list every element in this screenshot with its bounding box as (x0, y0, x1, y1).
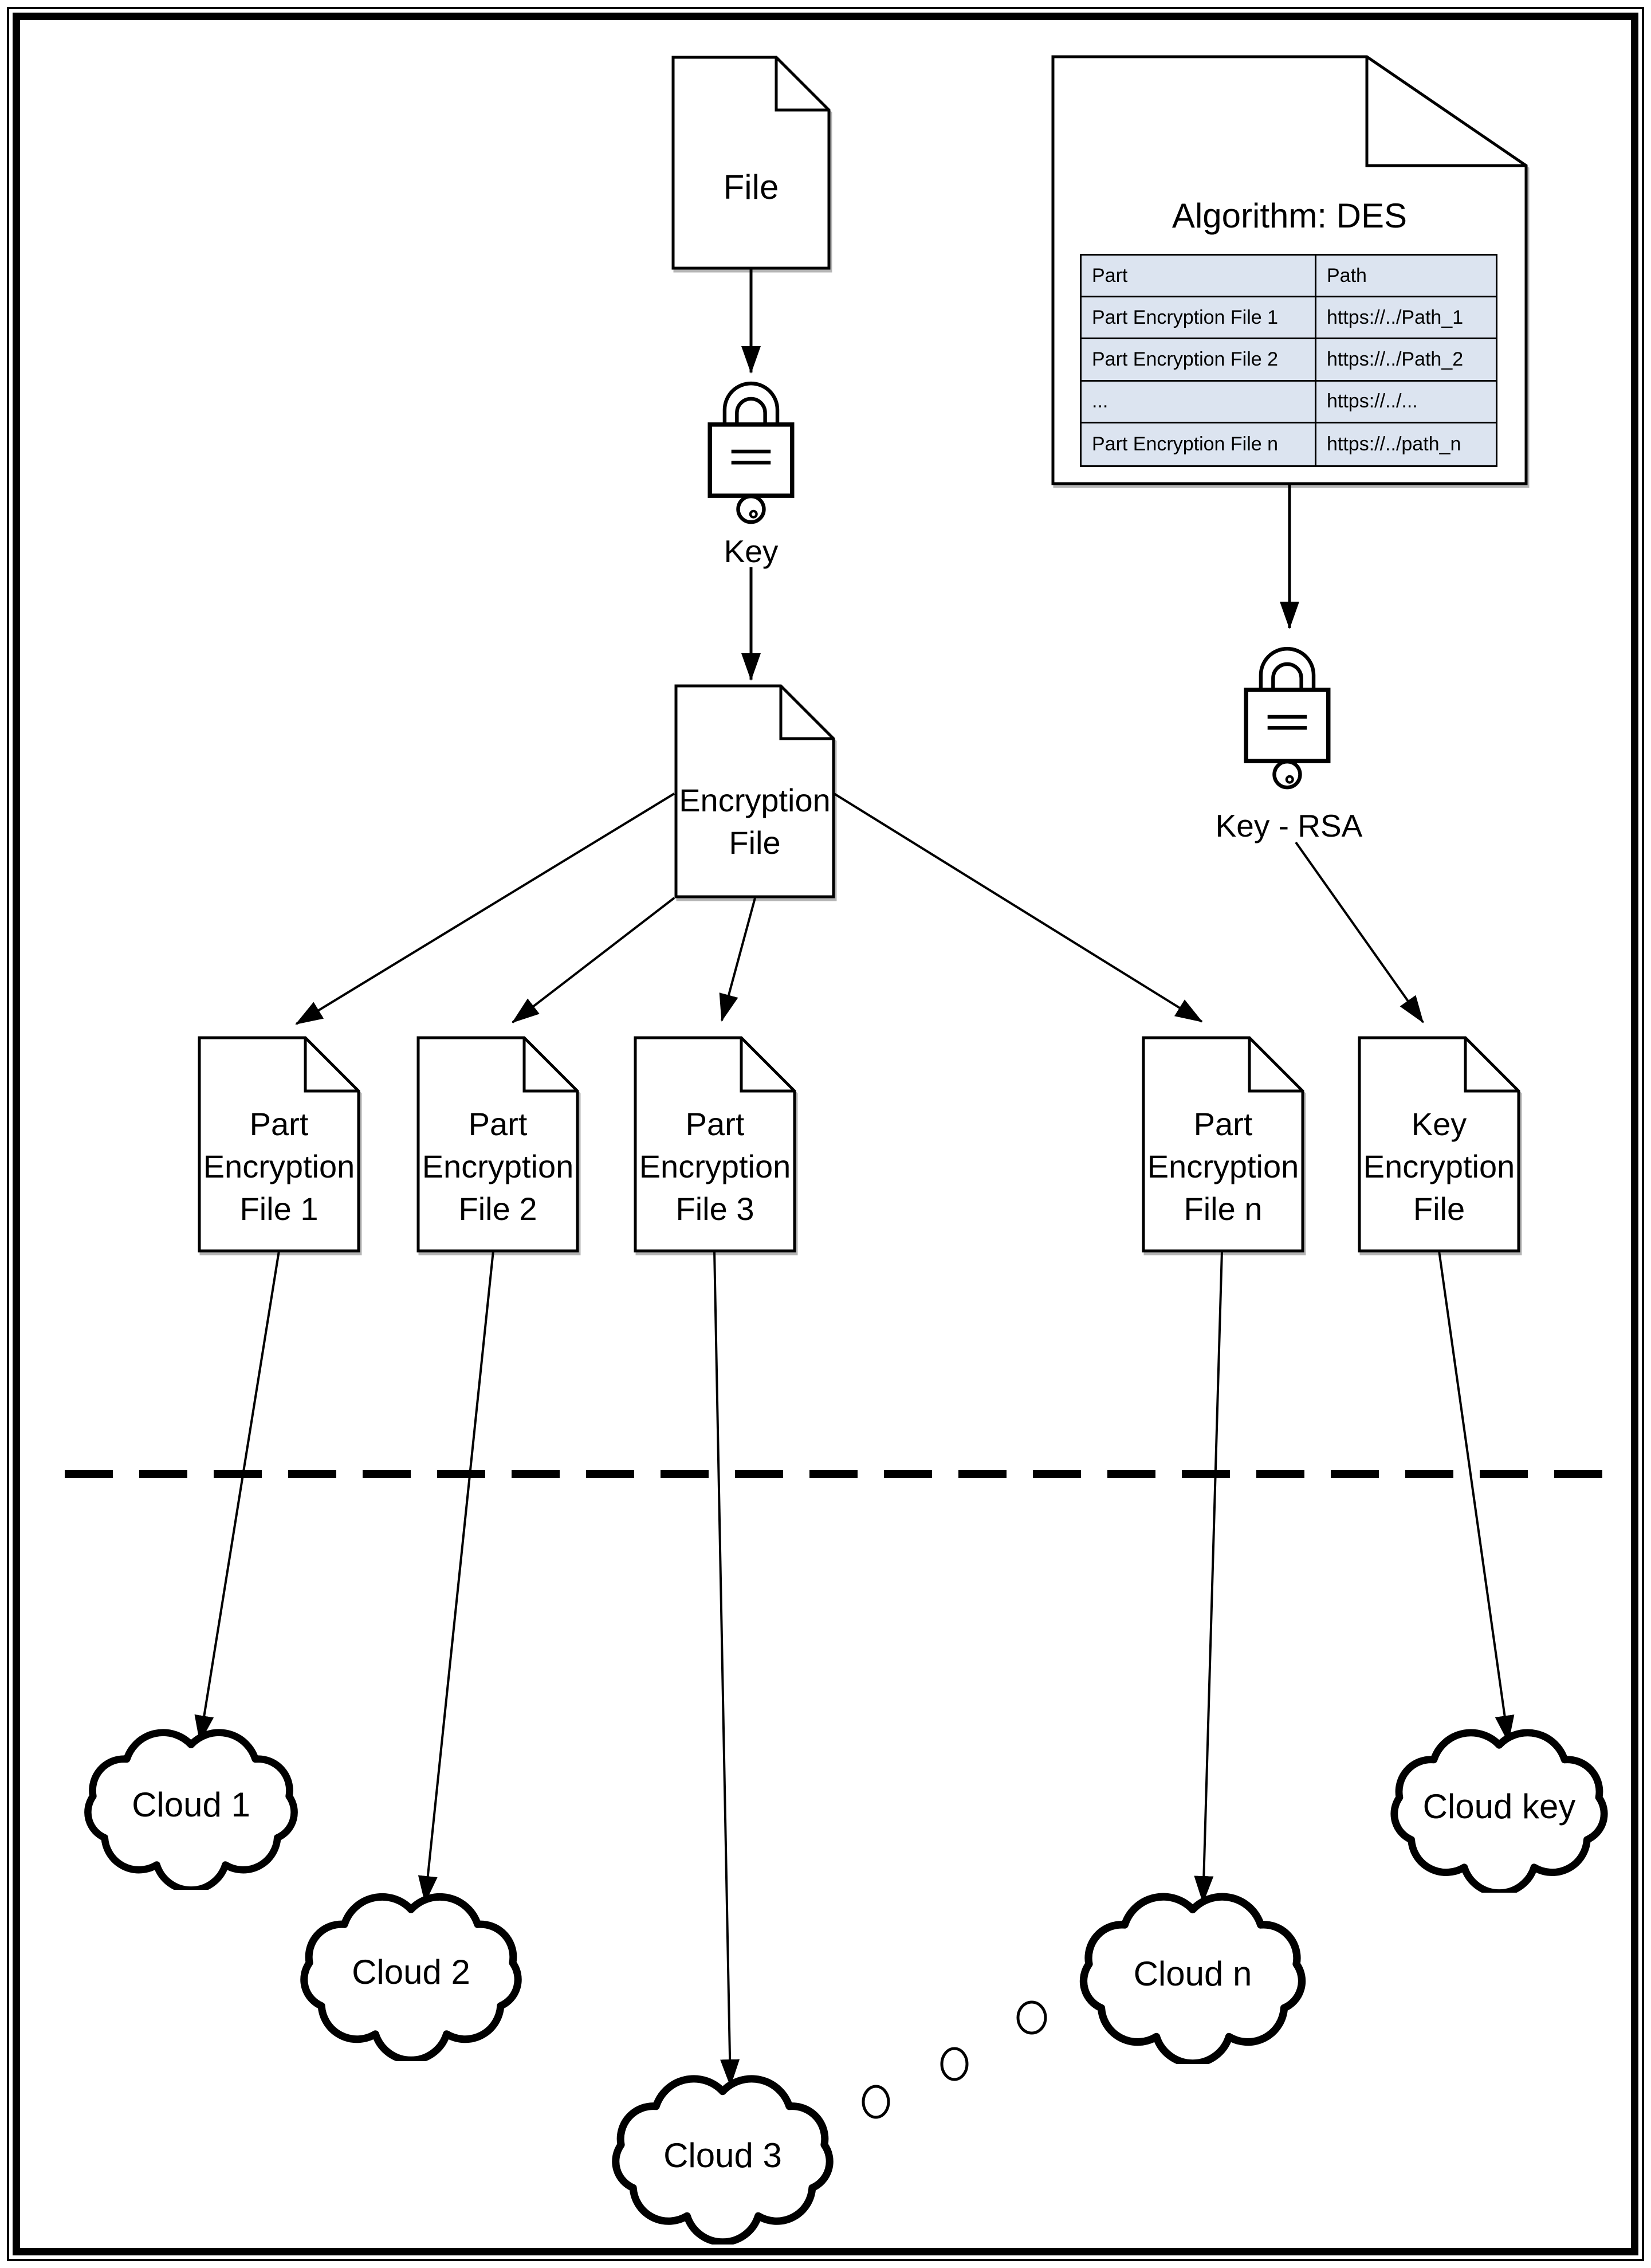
arrow-encryption-to-part-1 (295, 792, 675, 1025)
arrow-encryption-to-part-n (833, 792, 1203, 1023)
algorithm-title: Algorithm: DES (1172, 197, 1408, 235)
table-cell: https://../Path_1 (1316, 297, 1496, 340)
part-file-2-label: Part Encryption File 2 (422, 1106, 574, 1227)
table-cell: Part Encryption File n (1082, 423, 1316, 465)
part-file-3-document-shape (634, 1036, 796, 1253)
part-path-table: Part Path Part Encryption File 1 https:/… (1080, 254, 1497, 467)
cloud-2-label: Cloud 2 (352, 1953, 470, 1991)
cloud-1-label: Cloud 1 (132, 1786, 250, 1824)
encryption-file-label: Encryption File (679, 782, 831, 861)
arrow-part-n-to-cloud-n (1194, 1250, 1223, 1904)
key-encryption-file-label: Key Encryption File (1363, 1106, 1515, 1227)
ellipsis-dot (862, 2085, 890, 2119)
part-file-n-document-shape (1142, 1036, 1304, 1253)
arrow-part-1-to-cloud-1 (194, 1250, 280, 1743)
key-encryption-file-document-shape (1358, 1036, 1520, 1253)
table-header-part: Part (1082, 256, 1316, 298)
arrow-key-file-to-cloud-key (1438, 1250, 1515, 1743)
arrow-encryption-to-part-2 (512, 897, 675, 1023)
table-cell: https://../path_n (1327, 433, 1461, 455)
arrow-encryption-to-part-3 (719, 897, 756, 1022)
cloud-key-label: Cloud key (1422, 1787, 1576, 1826)
file-label: File (723, 168, 779, 206)
page-border-inner (13, 13, 1638, 2255)
padlock-des-icon (710, 383, 792, 522)
cloud-3-label: Cloud 3 (663, 2136, 782, 2175)
part-file-1-label: Part Encryption File 1 (203, 1106, 355, 1227)
rsa-key-label: Key - RSA (1215, 808, 1363, 843)
des-key-label: Key (724, 533, 779, 569)
table-cell: https://../Path_2 (1316, 339, 1496, 382)
cloud-n-label: Cloud n (1133, 1955, 1252, 1993)
encryption-file-document-shape (674, 684, 835, 898)
page-border-outer (7, 7, 1644, 2261)
ellipsis-dot (940, 2047, 969, 2081)
table-cell: https://../... (1316, 382, 1496, 423)
part-file-1-document-shape (198, 1036, 360, 1253)
table-cell: Part Encryption File 1 (1082, 297, 1316, 340)
file-document-shape (671, 56, 831, 270)
ellipsis-dot (1016, 2000, 1047, 2035)
padlock-rsa-icon (1246, 649, 1328, 787)
table-header-path: Path (1316, 256, 1496, 298)
table-cell: Part Encryption File 2 (1082, 339, 1316, 382)
arrow-part-2-to-cloud-2 (418, 1250, 494, 1904)
table-cell: ... (1082, 381, 1316, 423)
arrow-part-3-to-cloud-3 (713, 1250, 740, 2087)
part-file-3-label: Part Encryption File 3 (639, 1106, 791, 1227)
arrow-rsa-to-key-encryption-file (1295, 841, 1424, 1023)
part-file-2-document-shape (416, 1036, 579, 1253)
part-file-n-label: Part Encryption File n (1147, 1106, 1299, 1227)
